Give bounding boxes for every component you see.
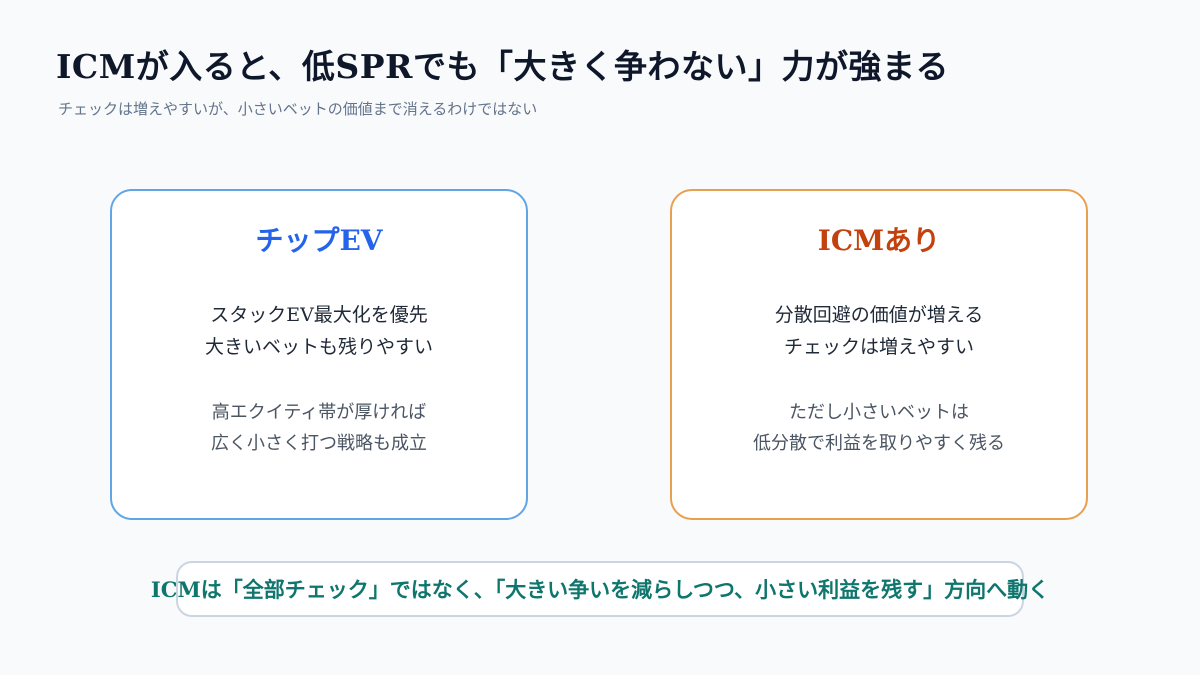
chip-ev-card-sub-text: 高エクイティ帯が厚ければ 広く小さく打つ戦略も成立: [112, 397, 526, 459]
chip-ev-card-main-text: スタックEV最大化を優先 大きいベットも残りやすい: [112, 299, 526, 363]
icm-sub-line: ただし小さいベットは: [789, 402, 969, 423]
icm-card-title: ICMあり: [817, 224, 941, 257]
summary-text: ICMは「全部チェック」ではなく、「大きい争いを減らしつつ、小さい利益を残す」方…: [150, 577, 1050, 602]
chip-ev-sub-line: 高エクイティ帯が厚ければ: [211, 402, 427, 423]
icm-card-sub-text: ただし小さいベットは 低分散で利益を取りやすく残る: [672, 397, 1086, 459]
summary-box: [176, 561, 1024, 617]
chip-ev-sub-line: 広く小さく打つ戦略も成立: [211, 433, 427, 454]
icm-main-line: 分散回避の価値が増える: [774, 304, 984, 326]
chip-ev-main-line: スタックEV最大化を優先: [210, 304, 428, 326]
chip-ev-main-line: 大きいベットも残りやすい: [204, 336, 433, 358]
icm-card-main-text: 分散回避の価値が増える チェックは増えやすい: [672, 299, 1086, 363]
page-subtitle: チェックは増えやすいが、小さいベットの価値まで消えるわけではない: [58, 100, 538, 118]
chip-ev-card: チップEV スタックEV最大化を優先 大きいベットも残りやすい 高エクイティ帯が…: [110, 189, 528, 520]
page-title: ICMが入ると、低SPRでも「大きく争わない」力が強まる: [56, 47, 949, 86]
icm-sub-line: 低分散で利益を取りやすく残る: [753, 433, 1005, 454]
chip-ev-card-title: チップEV: [255, 224, 383, 257]
icm-card: ICMあり 分散回避の価値が増える チェックは増えやすい ただし小さいベットは …: [670, 189, 1088, 520]
icm-main-line: チェックは増えやすい: [783, 336, 974, 358]
